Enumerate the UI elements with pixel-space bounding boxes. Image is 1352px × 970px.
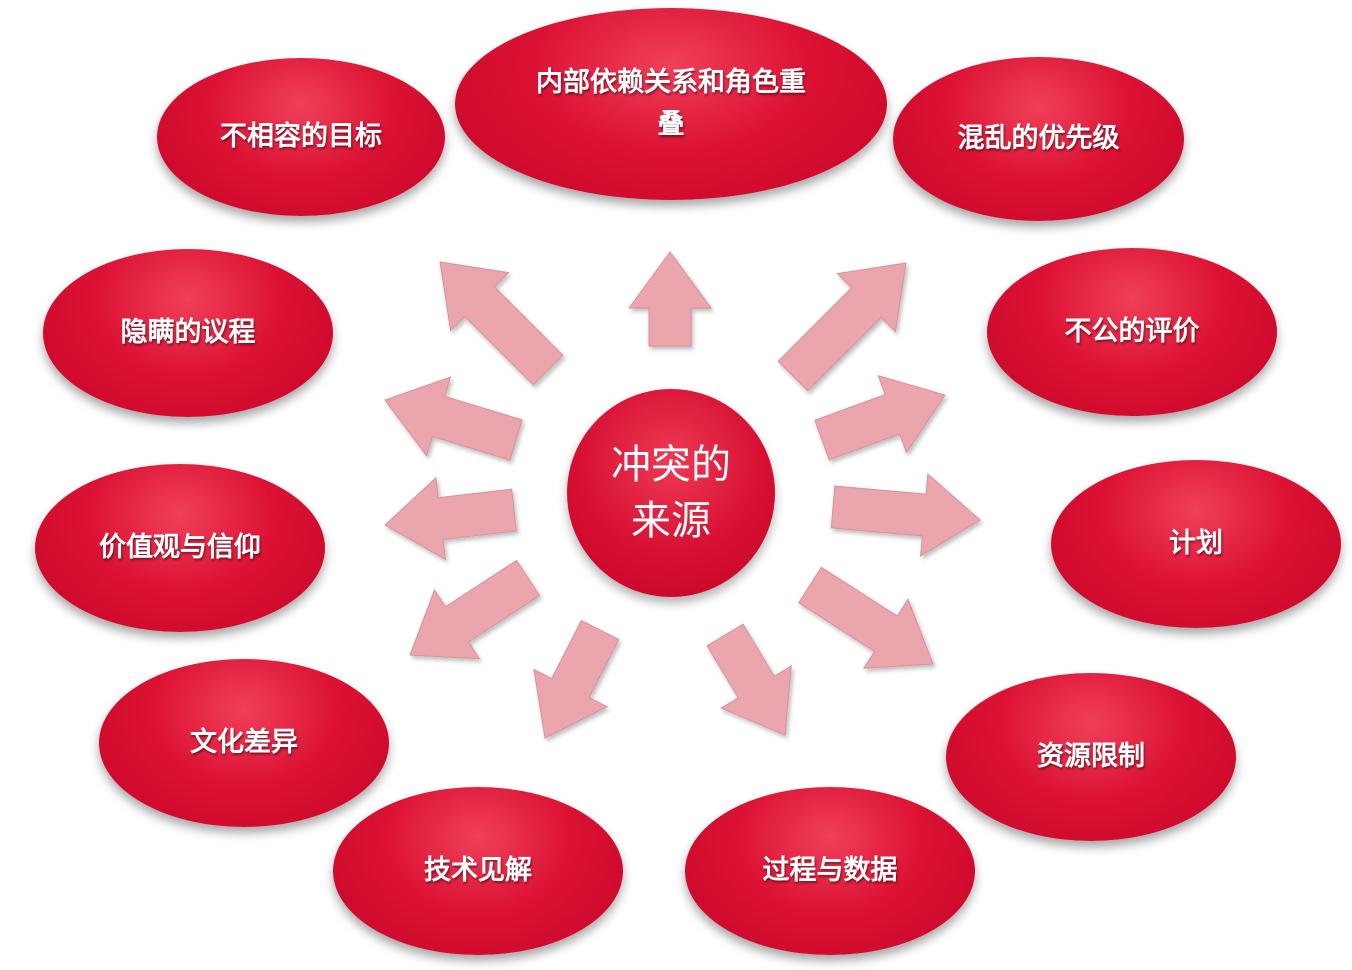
center-label-line2: 来源 xyxy=(631,498,711,544)
source-label: 技术见解 xyxy=(424,855,532,886)
source-ellipse-process-data: 过程与数据 xyxy=(685,787,975,955)
source-ellipse-interdependence-role-overlap: 内部依赖关系和角色重 叠 xyxy=(455,8,887,200)
source-ellipse-technical-opinions: 技术见解 xyxy=(333,787,623,955)
center-label-line1: 冲突的 xyxy=(611,442,731,488)
source-label: 不相容的目标 xyxy=(220,121,382,152)
source-label: 文化差异 xyxy=(190,727,298,758)
source-label: 价值观与信仰 xyxy=(99,532,261,563)
arrow-10 xyxy=(533,619,620,739)
arrow-2 xyxy=(628,251,712,347)
source-label: 内部依赖关系和角色重 xyxy=(536,67,806,98)
source-ellipse-cultural-differences: 文化差异 xyxy=(99,659,389,827)
arrow-1 xyxy=(439,261,564,386)
arrow-9 xyxy=(798,566,934,669)
source-label: 不公的评价 xyxy=(1064,316,1200,347)
source-label-line2: 叠 xyxy=(657,109,685,140)
source-ellipse-hidden-agenda: 隐瞒的议程 xyxy=(43,249,333,417)
source-label: 混乱的优先级 xyxy=(957,123,1120,154)
source-ellipse-incompatible-goals: 不相容的目标 xyxy=(157,58,445,216)
arrow-7 xyxy=(830,473,981,557)
arrow-8 xyxy=(409,559,541,660)
arrow-6 xyxy=(384,476,517,561)
source-ellipse-plan: 计划 xyxy=(1051,460,1341,628)
source-label: 过程与数据 xyxy=(762,855,898,886)
source-label: 资源限制 xyxy=(1037,741,1145,772)
arrow-4 xyxy=(384,376,523,461)
source-label: 计划 xyxy=(1169,528,1223,559)
arrow-11 xyxy=(706,623,792,736)
source-ellipse-confused-priorities: 混乱的优先级 xyxy=(893,57,1184,221)
source-label: 隐瞒的议程 xyxy=(120,317,256,348)
center-circle-sources-of-conflict: 冲突的 来源 xyxy=(567,389,775,597)
source-ellipse-resource-limits: 资源限制 xyxy=(946,673,1236,841)
arrow-5 xyxy=(814,374,946,461)
source-ellipse-values-beliefs: 价值观与信仰 xyxy=(35,464,325,632)
source-ellipse-unfair-evaluation: 不公的评价 xyxy=(987,248,1277,416)
arrow-3 xyxy=(777,262,907,392)
